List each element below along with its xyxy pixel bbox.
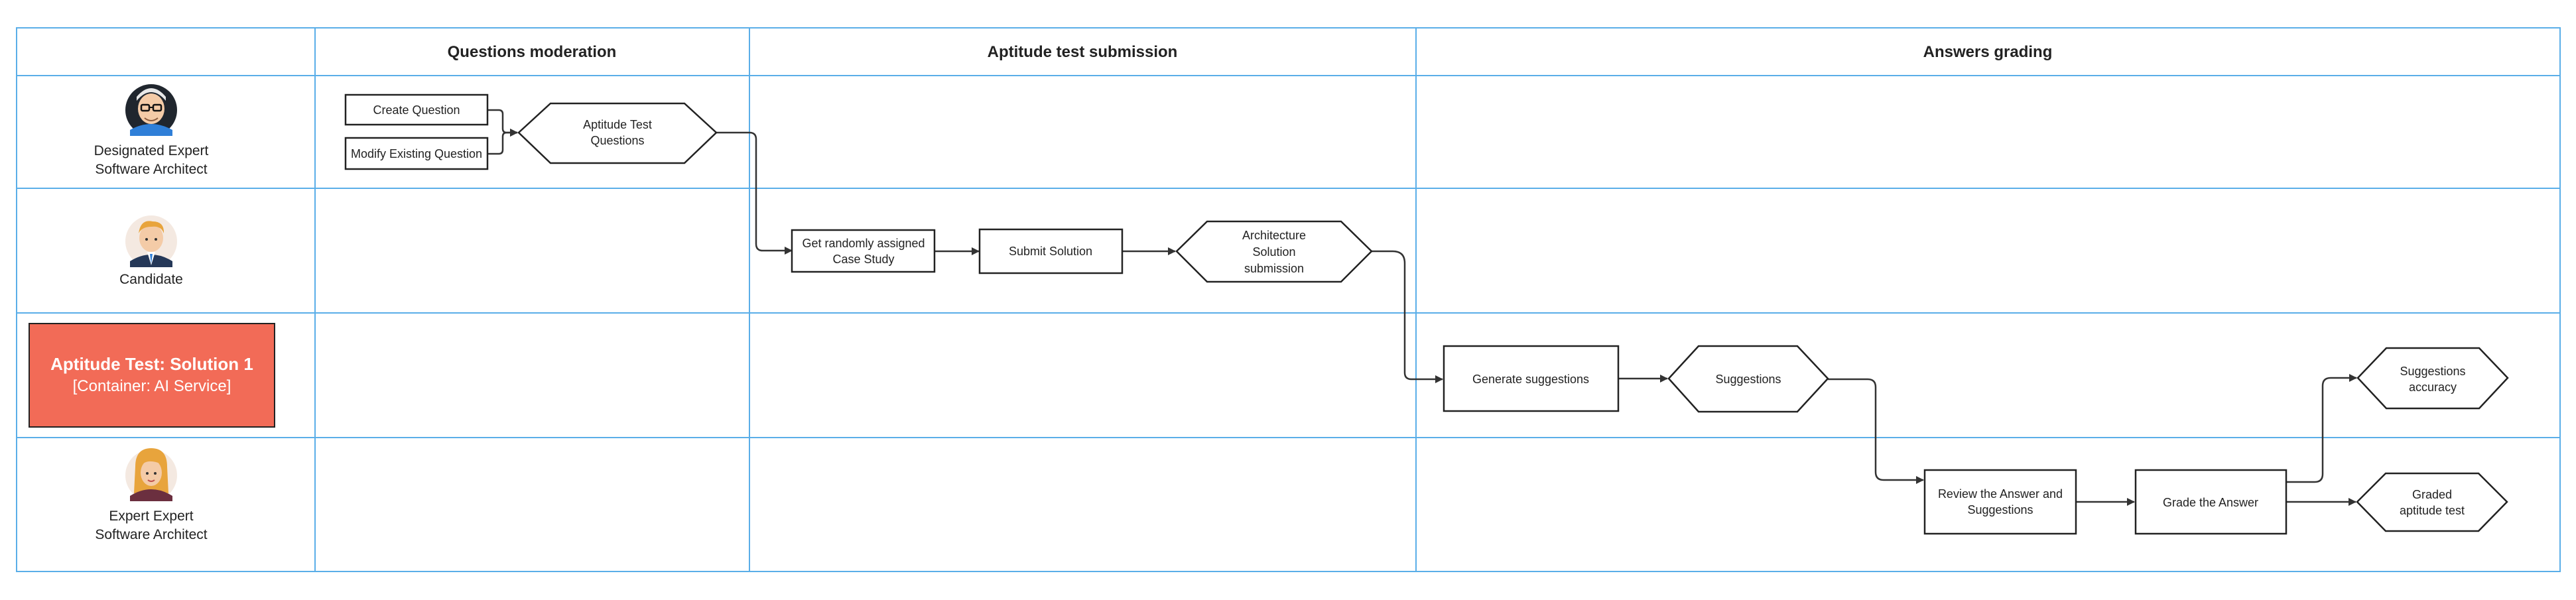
avatar-man-suit-icon [125,215,177,267]
column-header-answers-grading: Answers grading [1923,43,2053,61]
grid-border [16,27,2561,572]
node-label: Suggestions [1967,503,2033,516]
lane-label-expert-line2: Software Architect [95,527,207,542]
node-label: accuracy [2409,381,2457,394]
connector-modify-to-questions [487,129,518,155]
node-label: Get randomly assigned [802,237,925,250]
node-label: Generate suggestions [1472,373,1589,386]
ai-service-container-title: Aptitude Test: Solution 1 [50,354,253,374]
connector-grade-to-accuracy [2286,374,2357,483]
lane-label-designated-expert-line1: Designated Expert [94,143,209,158]
ai-service-container [29,323,275,428]
node-label: Submit Solution [1009,245,1092,258]
node-review-answer[interactable] [1923,469,2077,535]
node-aptitude-test-questions[interactable] [517,102,718,164]
node-graded-test[interactable] [2356,472,2508,532]
lane-label-candidate: Candidate [119,272,183,287]
ai-service-container-subtitle: [Container: AI Service] [73,377,231,395]
node-modify-question[interactable] [344,137,489,170]
node-label: submission [1244,262,1304,275]
node-label: Suggestions [1715,373,1781,386]
column-header-questions-moderation: Questions moderation [448,43,617,61]
node-create-question[interactable] [344,93,489,126]
node-label: Aptitude Test [583,118,652,131]
connector-architecture-to-generate [1372,250,1443,383]
node-architecture-solution[interactable] [1175,220,1373,283]
connector-create-to-questions [487,109,518,137]
connector-questions-to-casestudy [716,131,793,255]
avatar-woman-icon [125,448,177,501]
node-suggestions-accuracy[interactable] [2356,347,2509,410]
node-grade-answer[interactable] [2134,469,2287,535]
node-get-case-study[interactable] [791,229,936,273]
node-label: Suggestions [2400,365,2465,378]
node-label: Grade the Answer [2163,496,2258,509]
lane-label-expert-line1: Expert Expert [109,509,193,524]
connectors [487,109,2357,506]
node-label: Graded [2412,488,2452,501]
node-label: Architecture [1242,229,1306,242]
column-header-aptitude-test-submission: Aptitude test submission [988,43,1178,61]
node-label: Create Question [373,103,460,117]
node-label: Questions [590,134,644,147]
node-submit-solution[interactable] [978,228,1124,274]
node-label: aptitude test [2400,504,2465,517]
node-label: Solution [1252,245,1295,259]
lane-label-designated-expert-line2: Software Architect [95,162,207,177]
node-generate-suggestions[interactable] [1443,345,1620,412]
node-label: Review the Answer and [1938,487,2063,501]
node-label: Case Study [832,253,894,266]
connector-suggestions-to-review [1828,378,1924,484]
node-suggestions[interactable] [1667,345,1829,413]
avatar-man-glasses-icon [125,84,177,136]
node-label: Modify Existing Question [351,147,482,160]
swimlane-grid [16,27,2561,572]
